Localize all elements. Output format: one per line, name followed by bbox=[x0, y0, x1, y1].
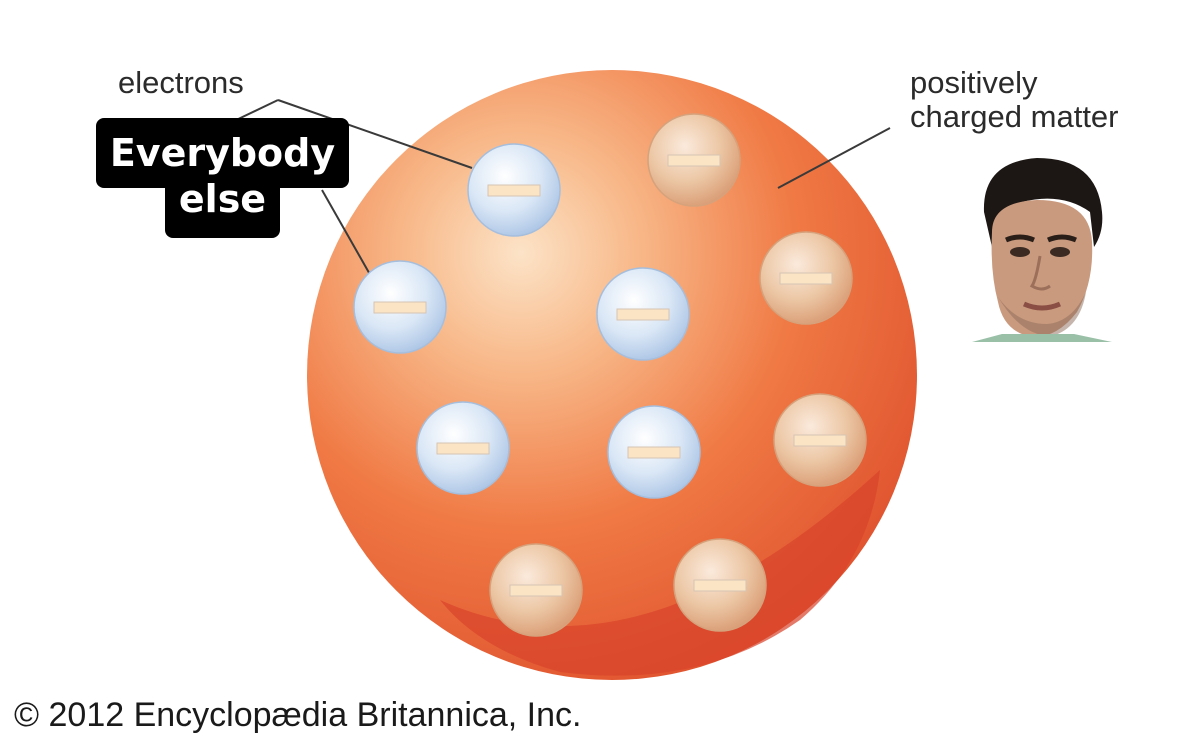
sphere-shadow-rim bbox=[440, 470, 880, 676]
electron-2 bbox=[647, 113, 741, 207]
electrons-leader-line-1 bbox=[277, 99, 473, 169]
electron-1 bbox=[467, 143, 561, 237]
positive-matter-label: positively charged matter bbox=[910, 66, 1180, 134]
electron-5 bbox=[759, 231, 853, 325]
electron-3 bbox=[353, 260, 447, 354]
face-portrait-icon bbox=[972, 158, 1112, 342]
meme-caption: Everybody else bbox=[96, 130, 349, 222]
electron-8 bbox=[773, 393, 867, 487]
electron-6 bbox=[416, 401, 510, 495]
positive-label-line-2: charged matter bbox=[910, 99, 1119, 134]
electron-7 bbox=[607, 405, 701, 499]
meme-caption-line-2: else bbox=[178, 177, 267, 221]
positive-label-line-1: positively bbox=[910, 65, 1038, 100]
electron-10 bbox=[673, 538, 767, 632]
copyright-notice: © 2012 Encyclopædia Britannica, Inc. bbox=[14, 696, 582, 734]
electrons-label: electrons bbox=[118, 65, 244, 100]
electron-4 bbox=[596, 267, 690, 361]
electrons-leader-line-3 bbox=[321, 189, 373, 279]
positive-leader-line bbox=[777, 127, 891, 189]
meme-caption-line-1: Everybody bbox=[109, 131, 336, 175]
positive-sphere bbox=[307, 70, 917, 680]
meme-caption-box-lower bbox=[165, 170, 280, 238]
electron-9 bbox=[489, 543, 583, 637]
